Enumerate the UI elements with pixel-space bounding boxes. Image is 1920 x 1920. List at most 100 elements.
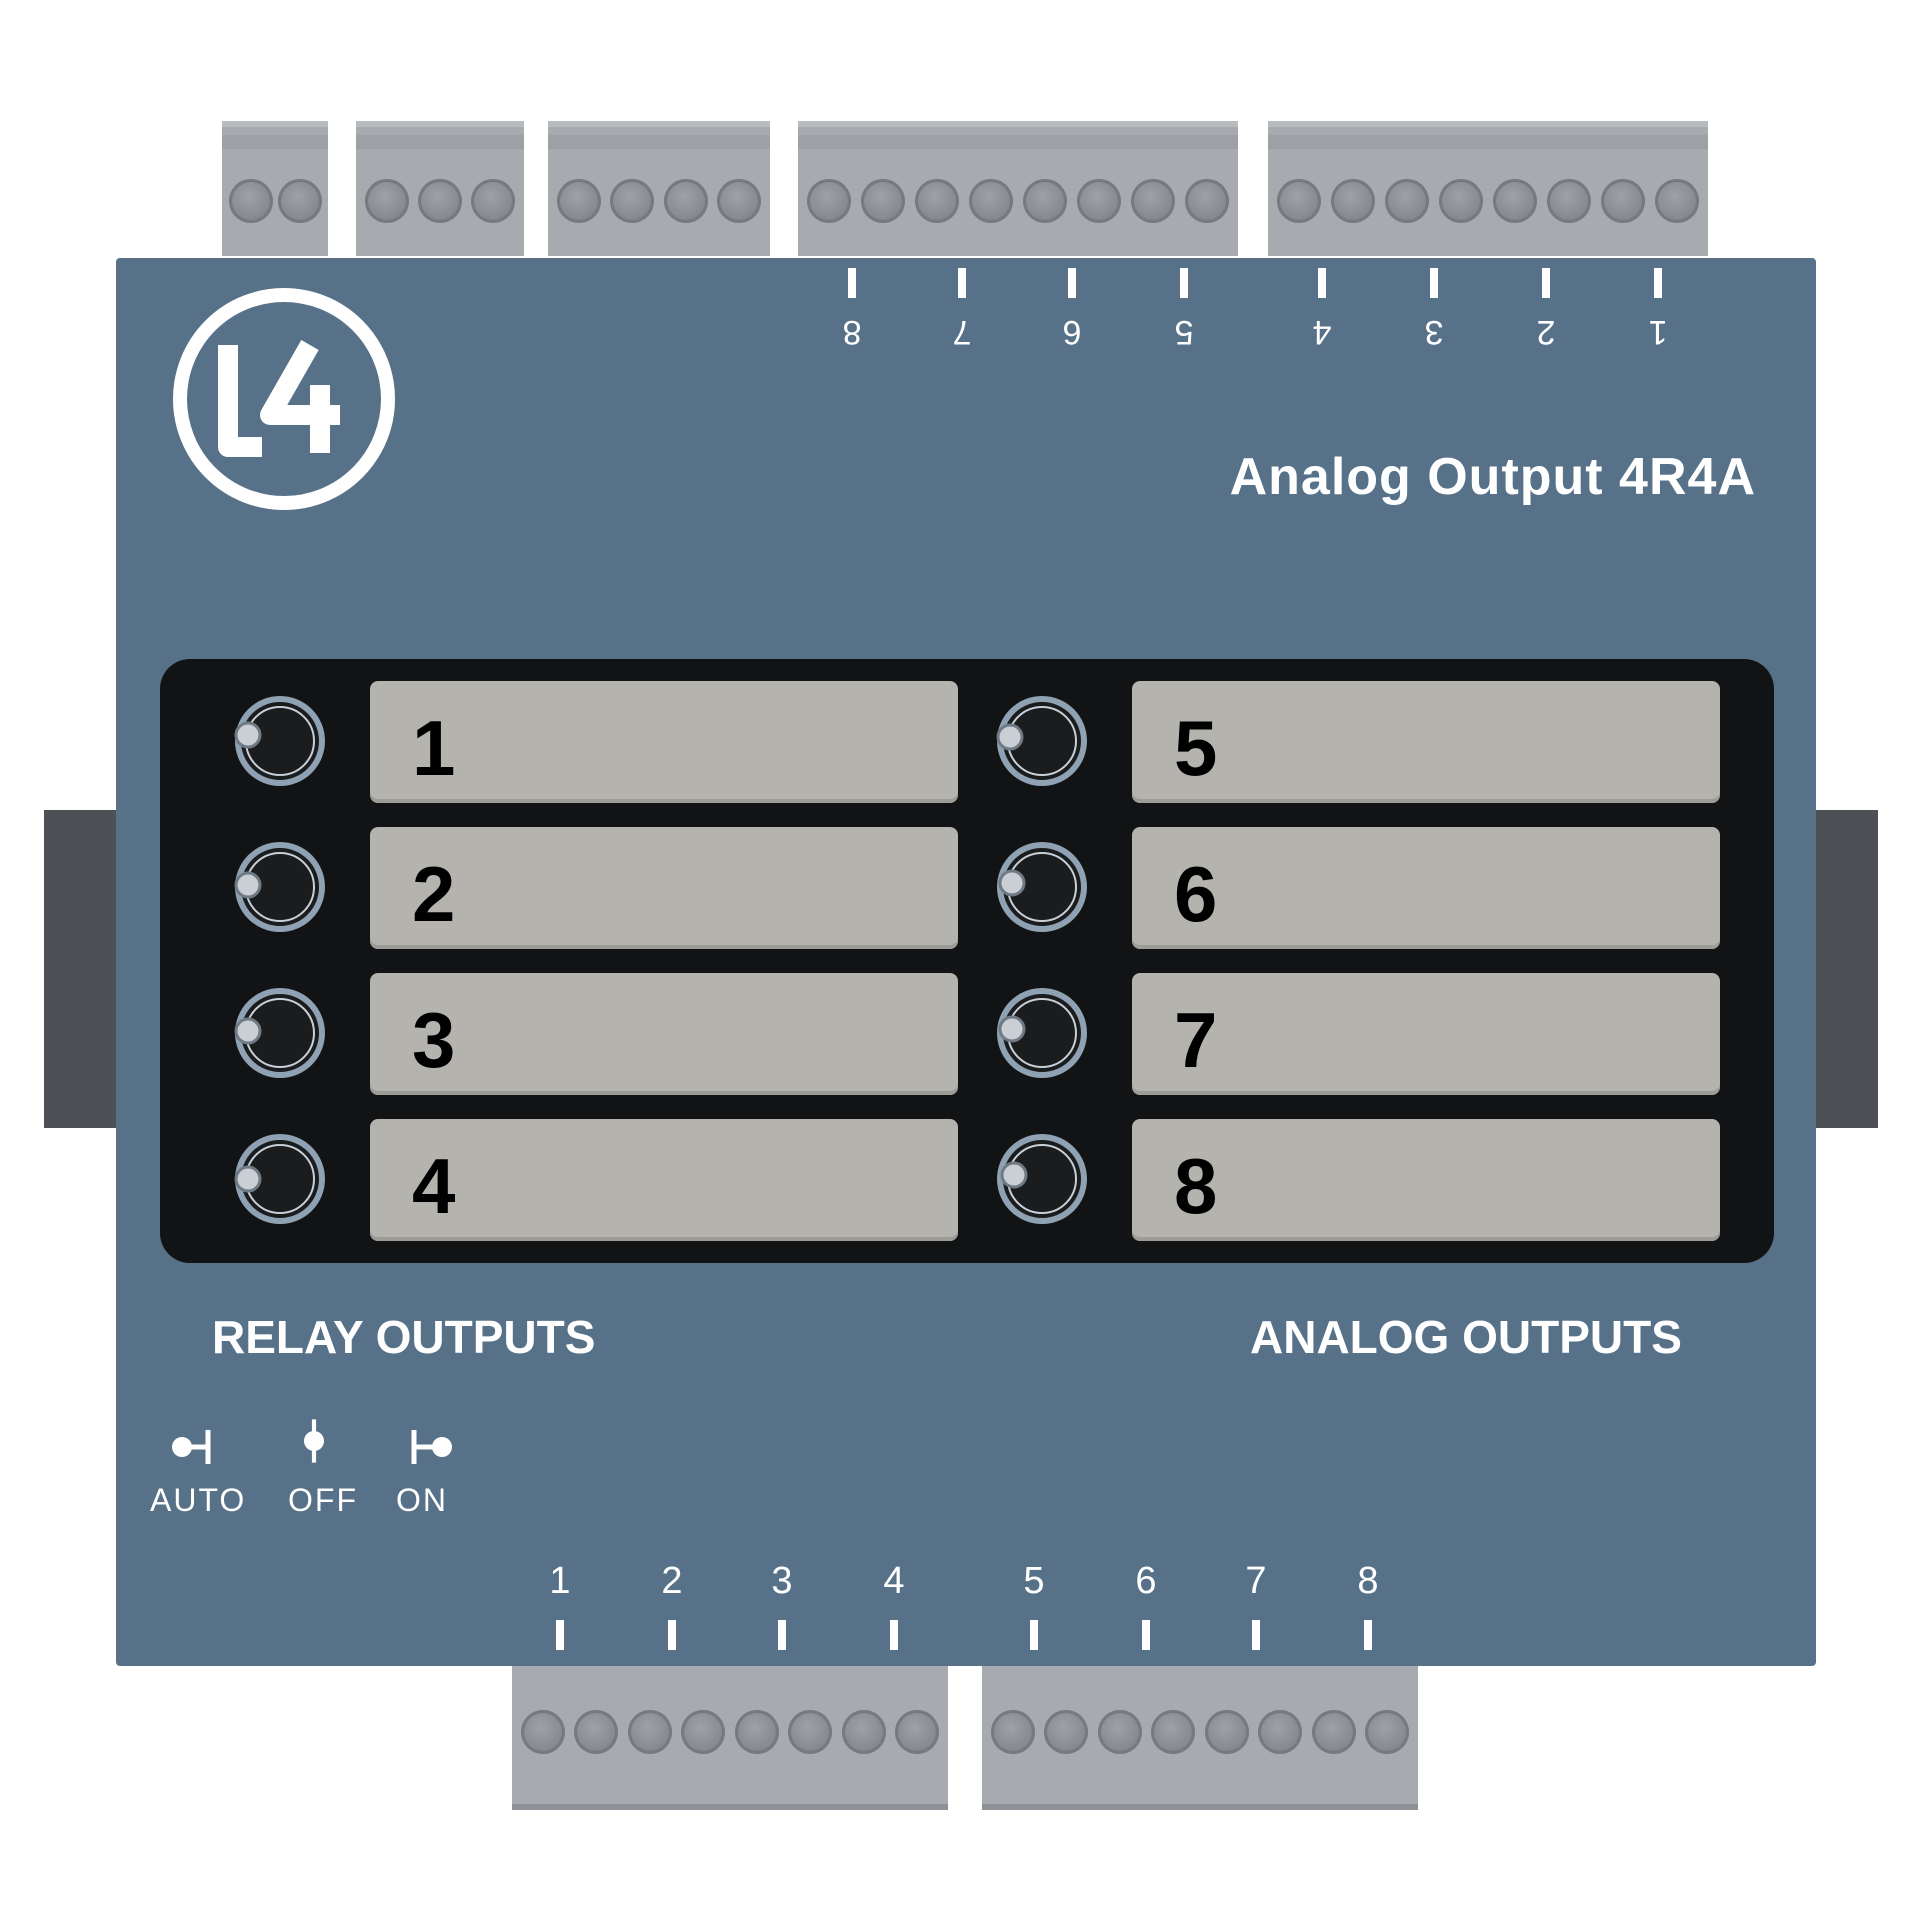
terminal-screw[interactable] — [1655, 179, 1699, 223]
top-channel-label: 5 — [1174, 313, 1194, 351]
terminal-screw[interactable] — [990, 1710, 1035, 1754]
channel-tick — [1364, 1620, 1372, 1650]
bottom-channel-label: 5 — [1023, 1560, 1045, 1602]
terminal-screw[interactable] — [717, 179, 762, 223]
terminal-screw[interactable] — [228, 179, 273, 223]
terminal-screw[interactable] — [1204, 1710, 1249, 1754]
bottom-channel-label: 8 — [1357, 1560, 1379, 1602]
terminal-screw[interactable] — [895, 1710, 940, 1754]
brand-logo: L4 — [173, 288, 395, 510]
terminal-screw[interactable] — [1077, 179, 1121, 223]
terminal-screw[interactable] — [969, 179, 1013, 223]
channel-tick — [1030, 1620, 1038, 1650]
channel-tick — [958, 268, 966, 298]
relay-outputs-label: RELAY OUTPUTS — [212, 1311, 596, 1363]
bottom-channel-label: 1 — [549, 1560, 571, 1602]
legend-off-text: OFF — [288, 1482, 358, 1518]
terminal-screw[interactable] — [915, 179, 959, 223]
channel-tick — [1430, 268, 1438, 298]
terminal-screw[interactable] — [574, 1710, 619, 1754]
terminal-screw[interactable] — [417, 179, 462, 223]
channel-tick — [848, 268, 856, 298]
output-adjust-knob-8[interactable] — [980, 1123, 1096, 1239]
terminal-screw[interactable] — [520, 1710, 565, 1754]
channel-label-6: 6 — [1132, 827, 1720, 949]
channel-label-1: 1 — [370, 681, 958, 803]
legend-auto-text: AUTO — [150, 1482, 247, 1518]
channel-label-7: 7 — [1132, 973, 1720, 1095]
top-channel-label: 3 — [1424, 313, 1444, 351]
terminal-screw[interactable] — [1439, 179, 1483, 223]
off-position-icon — [304, 1419, 324, 1463]
channel-label-3: 3 — [370, 973, 958, 1095]
terminal-screw[interactable] — [1258, 1710, 1303, 1754]
terminal-screw[interactable] — [1185, 179, 1229, 223]
product-title: Analog Output 4R4A — [1229, 448, 1756, 506]
terminal-screw[interactable] — [1493, 179, 1537, 223]
terminal-screw[interactable] — [841, 1710, 886, 1754]
top-channel-label: 2 — [1536, 313, 1556, 351]
terminal-screw[interactable] — [734, 1710, 779, 1754]
terminal-screw[interactable] — [663, 179, 708, 223]
output-adjust-knob-7[interactable] — [980, 977, 1096, 1093]
channel-tick — [1318, 268, 1326, 298]
terminal-screw[interactable] — [1023, 179, 1067, 223]
top-channel-label: 6 — [1062, 313, 1082, 351]
terminal-screw[interactable] — [1097, 1710, 1142, 1754]
terminal-screw[interactable] — [681, 1710, 726, 1754]
terminal-screw[interactable] — [1385, 179, 1429, 223]
top-channel-label: 4 — [1312, 313, 1332, 351]
terminal-screw[interactable] — [364, 179, 409, 223]
top-channel-label: 7 — [952, 313, 972, 351]
channel-tick — [1068, 268, 1076, 298]
channel-tick — [1252, 1620, 1260, 1650]
channel-tick — [890, 1620, 898, 1650]
output-adjust-knob-5[interactable] — [980, 685, 1096, 801]
terminal-screw[interactable] — [1601, 179, 1645, 223]
channel-tick — [1542, 268, 1550, 298]
top-terminal-block — [222, 121, 328, 256]
bottom-terminal-block — [512, 1665, 948, 1810]
terminal-screw[interactable] — [1277, 179, 1321, 223]
terminal-screw[interactable] — [277, 179, 322, 223]
hand-off-auto-switch-1[interactable] — [218, 685, 334, 801]
terminal-screw[interactable] — [807, 179, 851, 223]
top-terminal-block — [798, 121, 1238, 256]
bottom-channel-label: 4 — [883, 1560, 905, 1602]
terminal-screw[interactable] — [861, 179, 905, 223]
terminal-screw[interactable] — [610, 179, 655, 223]
channel-tick — [778, 1620, 786, 1650]
top-channel-label: 8 — [842, 313, 862, 351]
terminal-screw[interactable] — [1311, 1710, 1356, 1754]
channel-label-4: 4 — [370, 1119, 958, 1241]
hand-off-auto-switch-4[interactable] — [218, 1123, 334, 1239]
bottom-channel-label: 6 — [1135, 1560, 1157, 1602]
terminal-screw[interactable] — [1365, 1710, 1410, 1754]
terminal-screw[interactable] — [1131, 179, 1175, 223]
terminal-screw[interactable] — [471, 179, 516, 223]
right-rail-clip — [1812, 810, 1878, 1128]
terminal-screw[interactable] — [1547, 179, 1591, 223]
channel-label-2: 2 — [370, 827, 958, 949]
channel-tick — [1180, 268, 1188, 298]
top-channel-label: 1 — [1648, 313, 1668, 351]
auto-position-icon — [172, 1430, 211, 1464]
bottom-channel-label: 3 — [771, 1560, 793, 1602]
legend-on-text: ON — [396, 1482, 448, 1518]
left-rail-clip — [44, 810, 120, 1128]
hand-off-auto-switch-3[interactable] — [218, 977, 334, 1093]
hand-off-auto-switch-2[interactable] — [218, 831, 334, 947]
top-terminal-block — [1268, 121, 1708, 256]
channel-tick — [668, 1620, 676, 1650]
terminal-screw[interactable] — [1044, 1710, 1089, 1754]
terminal-screw[interactable] — [1331, 179, 1375, 223]
terminal-screw[interactable] — [627, 1710, 672, 1754]
output-adjust-knob-6[interactable] — [980, 831, 1096, 947]
bottom-terminal-block — [982, 1665, 1418, 1810]
terminal-screw[interactable] — [1151, 1710, 1196, 1754]
terminal-screw[interactable] — [556, 179, 601, 223]
terminal-screw[interactable] — [788, 1710, 833, 1754]
on-position-icon — [411, 1430, 452, 1464]
channel-tick — [1142, 1620, 1150, 1650]
bottom-channel-label: 2 — [661, 1560, 683, 1602]
